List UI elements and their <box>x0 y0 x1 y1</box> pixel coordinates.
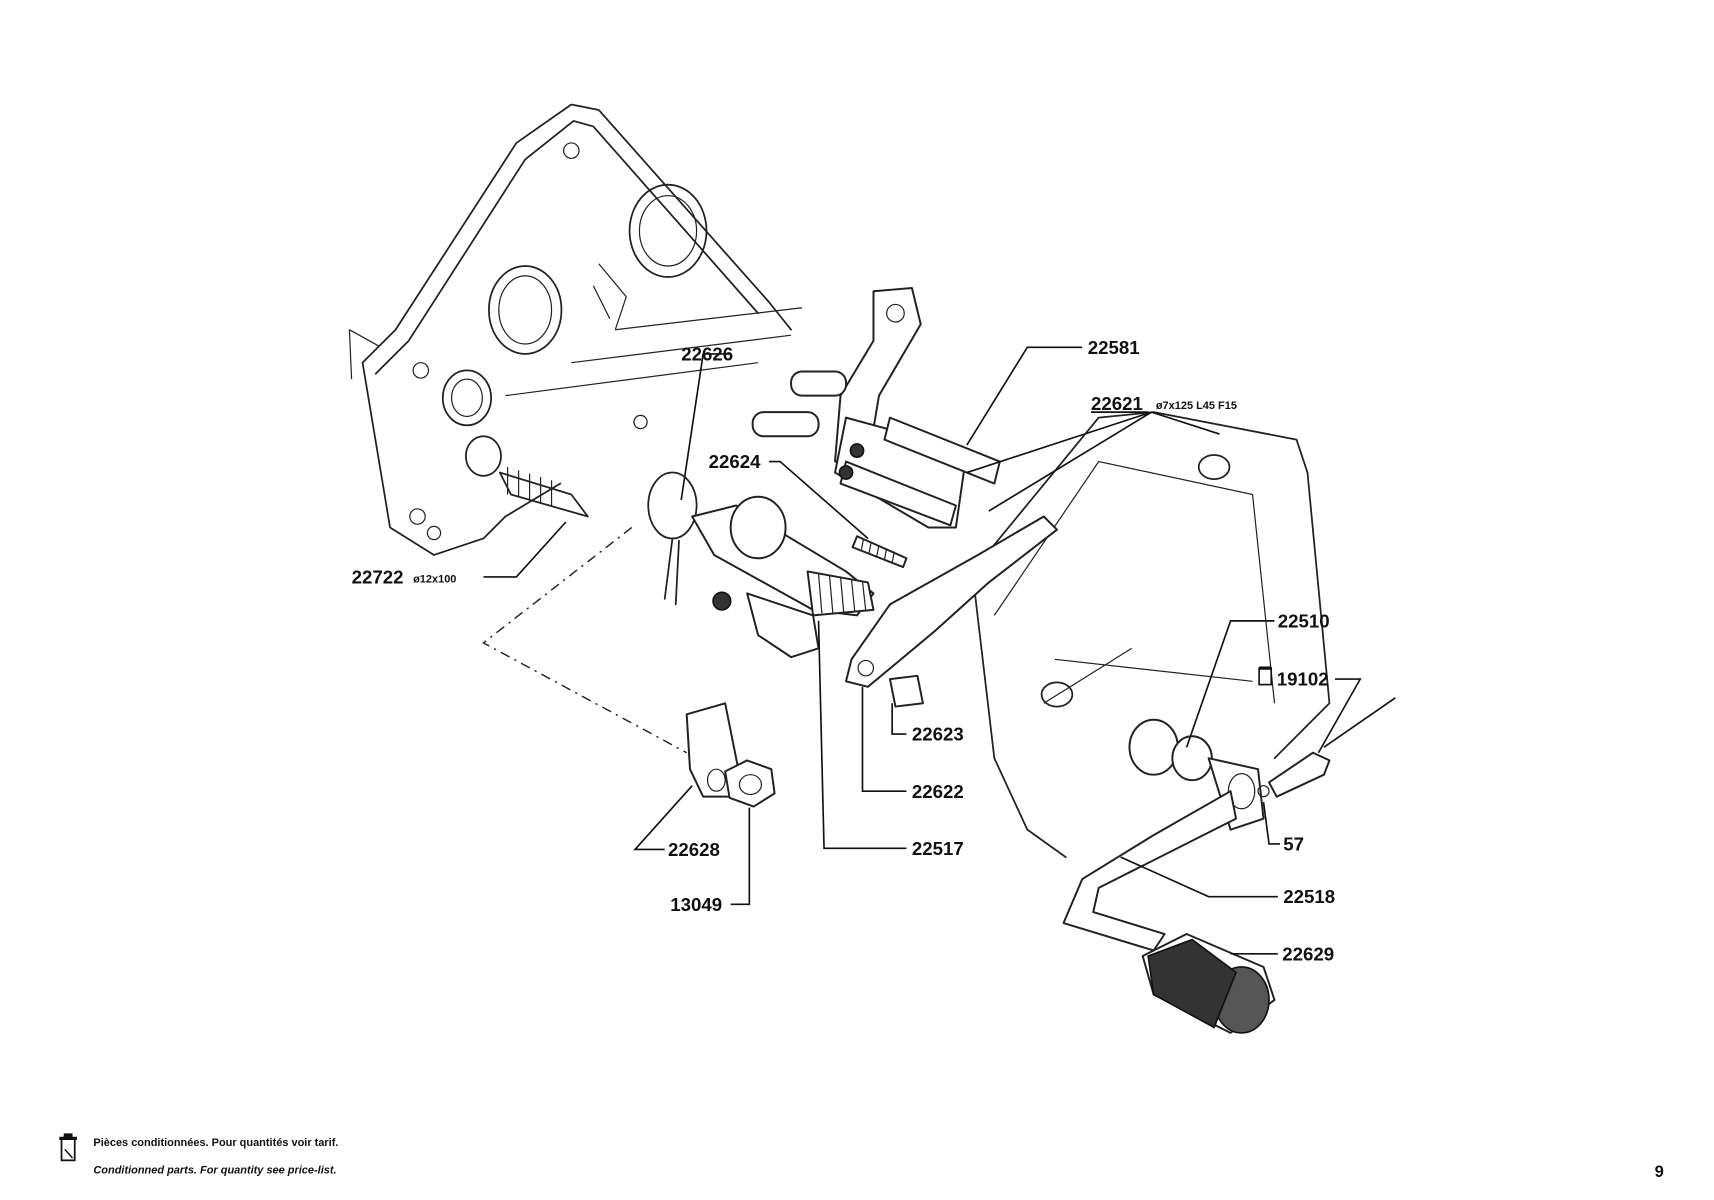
conditioned-parts-legend-icon <box>59 1133 77 1162</box>
part-label-22518: 22518 <box>1283 886 1335 907</box>
alignment-line <box>482 526 688 754</box>
side-cover <box>971 411 1331 858</box>
part-label-22621: 22621 <box>1091 393 1143 414</box>
selector-lever-assembly <box>751 286 1001 529</box>
conditioned-parts-icon <box>1258 666 1273 686</box>
part-label-22622: 22622 <box>912 781 964 802</box>
part-label-22581: 22581 <box>1088 337 1140 358</box>
part-label-13049: 13049 <box>670 894 722 915</box>
part-label-22510: 22510 <box>1278 610 1330 631</box>
part-spec-22722: ø12x100 <box>413 573 456 585</box>
leader-lines <box>483 346 1396 955</box>
part-label-19102: 19102 <box>1277 669 1329 690</box>
part-label-22628: 22628 <box>668 839 720 860</box>
part-label-22517: 22517 <box>912 838 964 859</box>
kickstart-pedal <box>1062 718 1331 1034</box>
part-label-22624: 22624 <box>709 451 762 472</box>
part-label-22623: 22623 <box>912 724 964 745</box>
part-label-22722: 22722 <box>352 567 404 588</box>
footnote-french: Pièces conditionnées. Pour quantités voi… <box>93 1137 338 1149</box>
ratchet-plate <box>845 515 1058 708</box>
footnote-english: Conditionned parts. For quantity see pri… <box>93 1165 336 1177</box>
kickstart-shaft-assembly <box>647 471 908 659</box>
crankcase-housing <box>348 103 803 556</box>
page-number: 9 <box>1655 1163 1664 1181</box>
part-label-22629: 22629 <box>1282 943 1334 964</box>
part-label-22626: 22626 <box>681 343 733 364</box>
part-spec-22621: ø7x125 L45 F15 <box>1156 400 1237 412</box>
lock-plate-and-nut <box>685 702 776 808</box>
part-label-57: 57 <box>1283 834 1304 855</box>
